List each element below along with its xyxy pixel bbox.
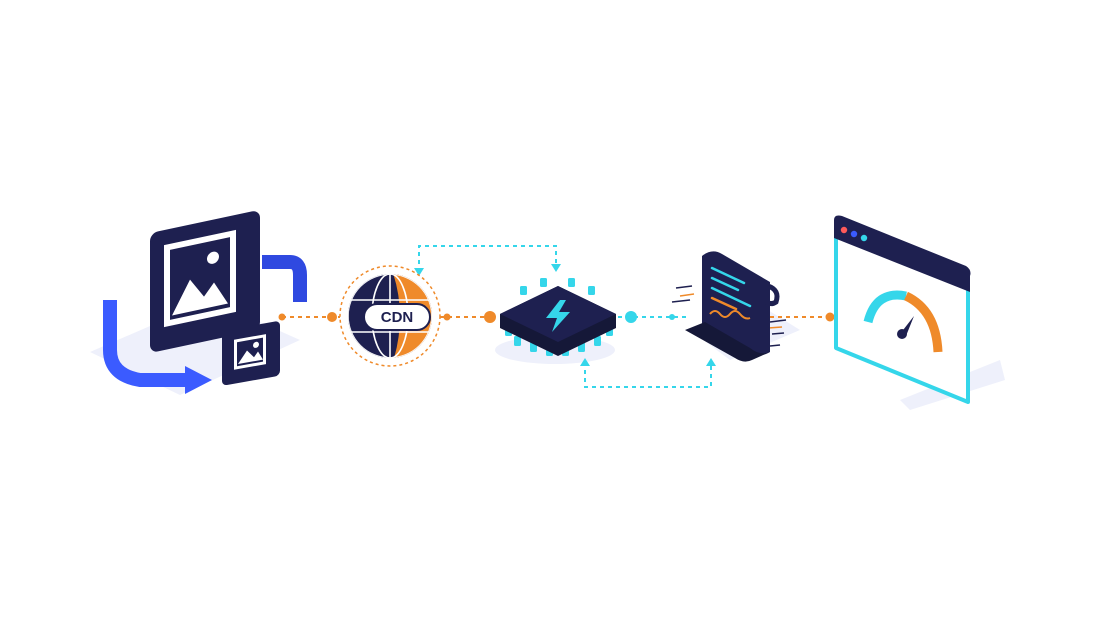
speedometer-gauge (863, 290, 943, 353)
connector-image-to-cdn (278, 312, 340, 322)
window-dot-blue (850, 230, 858, 238)
loop-top-arrowhead-right (551, 264, 561, 272)
loop-bottom-processor-document (584, 362, 712, 388)
cdn-label: CDN (381, 309, 414, 326)
globe-icon: CDN (339, 265, 441, 367)
loop-bottom-arrowhead-left (580, 358, 590, 366)
connector-cdn-to-processor (440, 311, 496, 323)
loop-bottom-arrowhead-right (706, 358, 716, 366)
image-frames-icon (103, 211, 307, 394)
loop-top-arrowhead-left (414, 268, 424, 276)
browser-speedometer-icon (834, 215, 971, 404)
chip-lightning-icon (500, 278, 616, 356)
loop-top-cdn-processor (418, 245, 557, 272)
connector-processor-to-document (618, 311, 690, 323)
document-scroll-icon (671, 251, 787, 362)
window-dot-red (840, 226, 848, 234)
window-dot-green (860, 234, 868, 242)
